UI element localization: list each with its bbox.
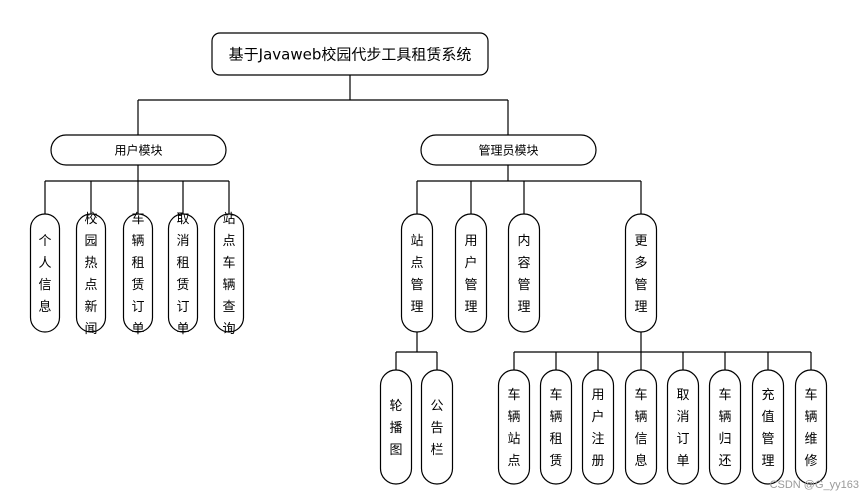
more-sub-6: 车辆归还 (708, 369, 742, 485)
module-admin-shape (420, 134, 597, 166)
user-item-3-shape (122, 213, 154, 333)
user-item-1-label: 个人信息 (38, 234, 51, 315)
more-sub-1: 车辆站点 (497, 369, 531, 485)
more-sub-4-shape (624, 369, 658, 485)
user-item-1-shape (29, 213, 61, 333)
root-node-shape (211, 32, 489, 76)
module-user: 用户模块 (50, 134, 227, 166)
module-admin: 管理员模块 (420, 134, 597, 166)
user-item-2-label: 校园热点新闻 (84, 211, 97, 337)
user-item-4: 取消租赁订单 (167, 212, 199, 337)
site-sub-1-label: 轮播图 (389, 399, 402, 458)
more-sub-3: 用户注册 (581, 369, 615, 485)
root-node: 基于Javaweb校园代步工具租赁系统 (211, 32, 489, 76)
more-sub-8: 车辆维修 (794, 369, 828, 485)
more-sub-4: 车辆信息 (624, 369, 658, 485)
site-sub-2: 公告栏 (420, 369, 454, 485)
admin-item-1-shape (400, 213, 434, 333)
admin-item-2-label: 用户管理 (464, 234, 477, 315)
more-sub-6-shape (708, 369, 742, 485)
admin-item-4-shape (624, 213, 658, 333)
admin-item-4: 更多管理 (624, 213, 658, 333)
user-item-4-label: 取消租赁订单 (176, 212, 189, 337)
admin-item-1-label: 站点管理 (410, 234, 423, 315)
site-sub-2-shape (420, 369, 454, 485)
more-sub-5-label: 取消订单 (676, 388, 689, 469)
user-item-5-shape (213, 213, 245, 333)
more-sub-6-label: 车辆归还 (718, 387, 731, 469)
more-sub-7: 充值管理 (751, 369, 785, 485)
more-sub-8-label: 车辆维修 (804, 387, 817, 469)
user-item-5-label: 站点车辆查询 (222, 212, 235, 337)
admin-item-2-shape (454, 213, 488, 333)
user-item-3-label: 车辆租赁订单 (131, 211, 144, 337)
more-sub-7-label: 充值管理 (761, 387, 774, 469)
admin-item-3: 内容管理 (507, 213, 541, 333)
admin-item-3-shape (507, 213, 541, 333)
more-sub-7-shape (751, 369, 785, 485)
module-user-shape (50, 134, 227, 166)
admin-item-2: 用户管理 (454, 213, 488, 333)
more-sub-2-shape (539, 369, 573, 485)
root-node-label: 基于Javaweb校园代步工具租赁系统 (229, 46, 472, 64)
user-item-4-shape (167, 213, 199, 333)
user-item-2: 校园热点新闻 (75, 211, 107, 337)
more-sub-8-shape (794, 369, 828, 485)
more-sub-1-label: 车辆站点 (507, 387, 520, 469)
more-sub-2: 车辆租赁 (539, 369, 573, 485)
user-item-3: 车辆租赁订单 (122, 211, 154, 337)
watermark: CSDN @G_yy163 (769, 479, 859, 491)
user-item-1: 个人信息 (29, 213, 61, 333)
module-user-label: 用户模块 (114, 143, 162, 158)
more-sub-3-label: 用户注册 (591, 388, 604, 469)
diagram-nodes: 基于Javaweb校园代步工具租赁系统用户模块个人信息校园热点新闻车辆租赁订单取… (29, 32, 828, 485)
more-sub-5: 取消订单 (666, 369, 700, 485)
site-sub-2-label: 公告栏 (430, 399, 443, 458)
site-sub-1-shape (379, 369, 413, 485)
more-sub-1-shape (497, 369, 531, 485)
more-sub-2-label: 车辆租赁 (549, 387, 562, 469)
user-item-5: 站点车辆查询 (213, 212, 245, 337)
more-sub-4-label: 车辆信息 (634, 387, 647, 469)
site-sub-1: 轮播图 (379, 369, 413, 485)
admin-item-1: 站点管理 (400, 213, 434, 333)
admin-item-4-label: 更多管理 (634, 234, 647, 315)
module-admin-label: 管理员模块 (478, 143, 538, 158)
user-item-2-shape (75, 213, 107, 333)
admin-item-3-label: 内容管理 (517, 233, 530, 315)
more-sub-3-shape (581, 369, 615, 485)
connector-lines (44, 75, 812, 370)
more-sub-5-shape (666, 369, 700, 485)
